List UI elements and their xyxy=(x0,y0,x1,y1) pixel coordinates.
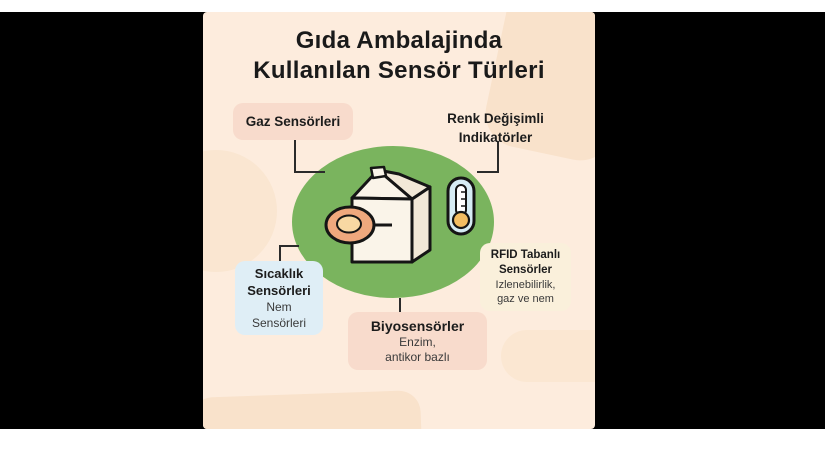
connector-gaz xyxy=(294,140,325,173)
rfid-bold-2: Sensörler xyxy=(498,263,553,276)
biyo-bold-1: Biyosensörler xyxy=(370,317,465,334)
sicaklik-bold-2: Sensörleri xyxy=(247,283,311,298)
node-gaz-sensorleri: Gaz Sensörleri xyxy=(233,103,353,140)
thermometer-icon xyxy=(446,176,476,236)
node-rfid-sensorler: RFID Tabanlı Sensörler Izlenebilirlik, g… xyxy=(480,243,571,311)
center-illustration xyxy=(279,140,499,312)
sicaklik-sub-1: Nem xyxy=(266,300,292,314)
connector-renk xyxy=(477,141,499,173)
infographic-card: Gıda Ambalajinda Kullanılan Sensör Türle… xyxy=(203,12,595,429)
rfid-bold-1: RFID Tabanlı xyxy=(490,248,561,261)
sensor-disc-icon xyxy=(324,205,392,245)
connector-lines xyxy=(279,140,499,312)
rfid-sub-2: gaz ve nem xyxy=(497,293,554,305)
node-biyosensorler: Biyosensörler Enzim, antikor bazlı xyxy=(348,312,487,370)
node-sicaklik-sensorleri: Sıcaklık Sensörleri Nem Sensörleri xyxy=(235,261,323,335)
page-title: Gıda Ambalajinda Kullanılan Sensör Türle… xyxy=(203,26,595,86)
rfid-sub-1: Izlenebilirlik, xyxy=(495,278,556,291)
renk-line-1: Renk Değişimli xyxy=(447,111,544,126)
top-white-band xyxy=(0,0,825,12)
sicaklik-bold-1: Sıcaklık xyxy=(254,266,304,281)
gaz-label: Gaz Sensörleri xyxy=(245,113,341,129)
biyo-sub-2: antikor bazlı xyxy=(385,350,450,364)
node-renk-degisimli: Renk Değişimli Indikatörler xyxy=(423,107,568,149)
bottom-white-band xyxy=(0,429,825,449)
renk-line-2: Indikatörler xyxy=(458,130,533,145)
connector-sicaklik xyxy=(279,245,299,261)
decor-blob-right xyxy=(501,330,595,382)
biyo-sub-1: Enzim, xyxy=(399,334,436,349)
title-line-1: Gıda Ambalajinda xyxy=(295,27,503,54)
title-line-2: Kullanılan Sensör Türleri xyxy=(253,57,545,84)
sicaklik-sub-2: Sensörleri xyxy=(251,316,307,330)
